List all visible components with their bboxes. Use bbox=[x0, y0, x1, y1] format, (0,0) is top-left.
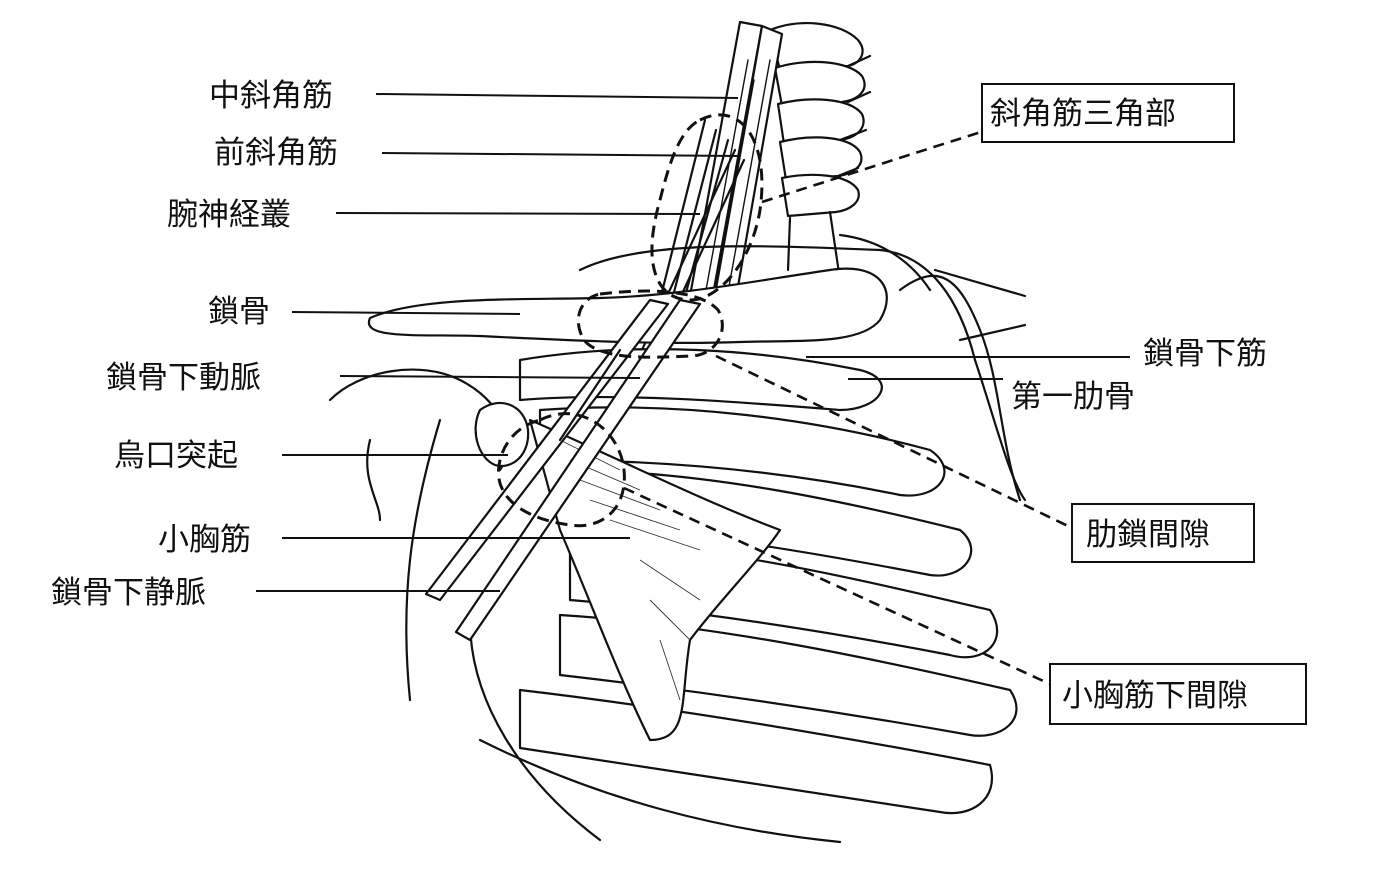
boxed-label-scalene-triangle: 斜角筋三角部 bbox=[981, 83, 1235, 143]
dashed-zones bbox=[497, 113, 764, 528]
label-costoclavicular-space: 肋鎖間隙 bbox=[1086, 517, 1210, 553]
right-shoulder-outline bbox=[838, 233, 1027, 502]
label-subclavian-artery: 鎖骨下動脈 bbox=[106, 360, 261, 396]
left-leader-lines bbox=[256, 93, 739, 592]
right-leader-lines bbox=[806, 356, 1130, 380]
scalene-triangle-zone bbox=[650, 113, 764, 302]
label-middle-scalene: 中斜角筋 bbox=[209, 78, 333, 114]
label-clavicle: 鎖骨 bbox=[208, 294, 270, 330]
label-pectoralis-minor: 小胸筋 bbox=[158, 522, 251, 558]
label-subclavian-vein: 鎖骨下静脈 bbox=[51, 575, 206, 611]
cervical-spine bbox=[768, 22, 872, 282]
dashed-callouts bbox=[623, 129, 1073, 687]
label-brachial-plexus: 腕神経叢 bbox=[167, 197, 291, 233]
left-shoulder-outline bbox=[328, 368, 602, 842]
boxed-label-costoclavicular-space: 肋鎖間隙 bbox=[1071, 503, 1255, 563]
label-subpectoral-space: 小胸筋下間隙 bbox=[1062, 678, 1248, 714]
label-scalene-triangle: 斜角筋三角部 bbox=[990, 96, 1176, 132]
label-subclavius: 鎖骨下筋 bbox=[1143, 336, 1267, 372]
costoclavicular-zone bbox=[576, 289, 724, 359]
left-labels: 中斜角筋 前斜角筋 腕神経叢 鎖骨 鎖骨下動脈 烏口突起 小胸筋 鎖骨下静脈 bbox=[51, 78, 338, 611]
subclavian-vessels bbox=[424, 298, 702, 642]
boxed-label-subpectoral-space: 小胸筋下間隙 bbox=[1049, 663, 1307, 725]
label-coracoid-process: 烏口突起 bbox=[114, 438, 238, 474]
scalene-muscles bbox=[598, 20, 784, 447]
label-anterior-scalene: 前斜角筋 bbox=[214, 135, 338, 171]
label-first-rib: 第一肋骨 bbox=[1011, 379, 1135, 415]
right-labels: 鎖骨下筋 第一肋骨 bbox=[1011, 336, 1267, 415]
